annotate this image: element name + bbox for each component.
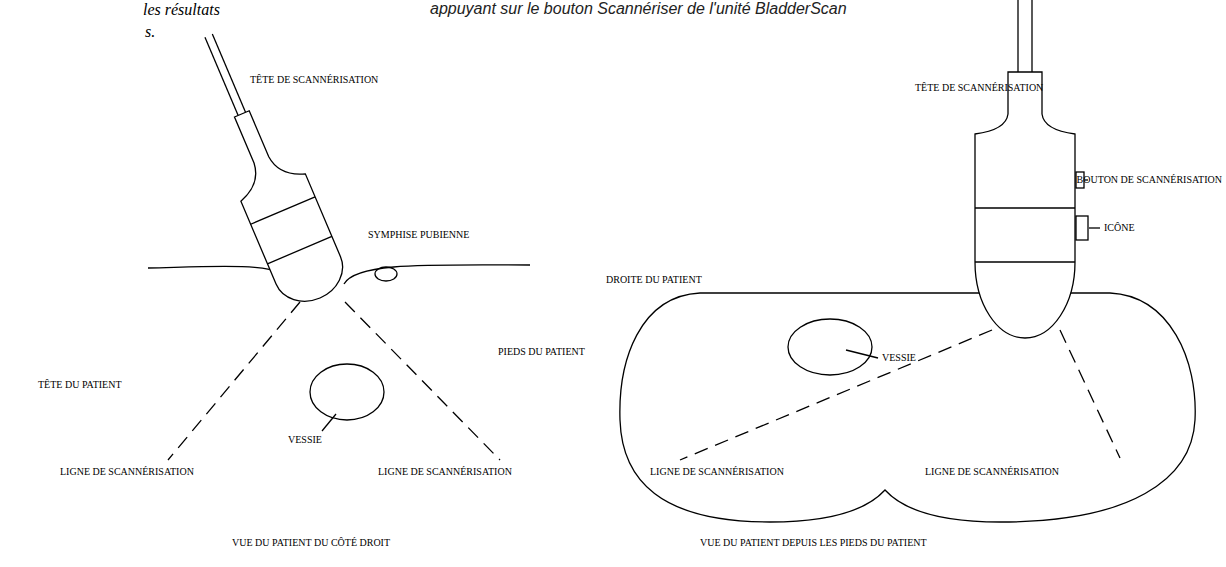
bladder bbox=[788, 319, 872, 375]
text-fragment: appuyant sur le bouton Scannériser de l'… bbox=[430, 0, 847, 18]
scan-line bbox=[345, 302, 500, 460]
text-fragment: s. bbox=[145, 22, 155, 41]
text-fragment: les résultats bbox=[143, 0, 220, 19]
scan-line bbox=[680, 330, 992, 460]
part-label: LIGNE DE SCANNÉRISATION bbox=[378, 466, 512, 478]
part-label: SYMPHISE PUBIENNE bbox=[368, 229, 469, 241]
scan-head bbox=[176, 22, 352, 312]
cable bbox=[1017, 0, 1018, 72]
skin-line bbox=[344, 265, 530, 284]
part-label: TÊTE DE SCANNÉRISATION bbox=[250, 74, 378, 86]
leader-line bbox=[846, 350, 878, 358]
probe-body bbox=[975, 72, 1075, 338]
probe-band bbox=[975, 261, 1075, 262]
scan-line bbox=[1060, 330, 1120, 458]
part-label: PIEDS DU PATIENT bbox=[498, 346, 585, 358]
part-label: DROITE DU PATIENT bbox=[606, 274, 702, 286]
cable bbox=[1031, 0, 1032, 72]
probe-band bbox=[267, 236, 331, 263]
part-label: LIGNE DE SCANNÉRISATION bbox=[60, 466, 194, 478]
pubic-symphysis bbox=[375, 267, 397, 281]
part-label: VUE DU PATIENT DU CÔTÉ DROIT bbox=[232, 537, 390, 549]
part-label: VESSIE bbox=[288, 434, 322, 446]
icon-window bbox=[1076, 216, 1088, 240]
part-label: ICÔNE bbox=[1104, 222, 1135, 234]
part-label: VUE DU PATIENT DEPUIS LES PIEDS DU PATIE… bbox=[700, 537, 927, 549]
cable bbox=[212, 34, 245, 112]
bladder bbox=[310, 364, 384, 420]
probe-body bbox=[210, 100, 353, 311]
part-label: TÊTE DU PATIENT bbox=[38, 379, 122, 391]
cable bbox=[205, 37, 238, 115]
scan-line bbox=[168, 302, 300, 460]
body-section bbox=[620, 293, 1195, 522]
part-label: LIGNE DE SCANNÉRISATION bbox=[650, 466, 784, 478]
probe-band bbox=[251, 197, 315, 224]
leader-line bbox=[1089, 227, 1100, 228]
part-label: LIGNE DE SCANNÉRISATION bbox=[925, 466, 1059, 478]
part-label: TÊTE DE SCANNÉRISATION bbox=[915, 82, 1043, 94]
part-label: BOUTON DE SCANNÉRISATION bbox=[1077, 174, 1222, 186]
part-label: VESSIE bbox=[882, 352, 916, 364]
leader-line bbox=[322, 414, 336, 431]
probe-band bbox=[975, 207, 1075, 208]
